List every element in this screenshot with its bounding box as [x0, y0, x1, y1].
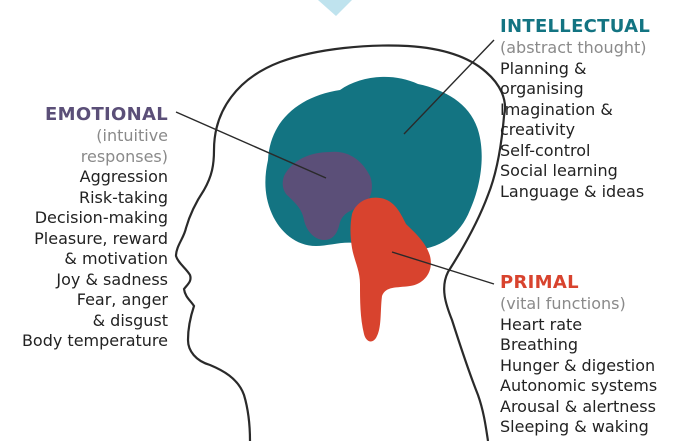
- emotional-region: [282, 151, 372, 240]
- primal-item: Sleeping & waking: [500, 417, 649, 436]
- emotional-item: & disgust: [92, 310, 168, 330]
- primal-subtitle: (vital functions): [500, 294, 626, 313]
- head-outline: [174, 44, 507, 441]
- intellectual-item: Planning &: [500, 58, 587, 78]
- emotional-item: Risk-taking: [78, 187, 168, 207]
- primal-title: PRIMAL: [500, 272, 579, 293]
- emotional-subtitle-line1: (intuitive: [96, 126, 168, 145]
- intellectual-item: Social learning: [500, 161, 618, 180]
- primal-region: [350, 197, 431, 342]
- primal-item: Arousal & alertness: [500, 396, 656, 416]
- primal-label-block: PRIMAL (vital functions) Heart rate Brea…: [500, 272, 657, 438]
- intellectual-item: Imagination &: [500, 99, 613, 119]
- intellectual-item: Language & ideas: [500, 181, 645, 201]
- intellectual-item: organising: [500, 79, 584, 98]
- intellectual-item: Self-control: [500, 140, 591, 160]
- intellectual-label-block: INTELLECTUAL (abstract thought) Planning…: [500, 16, 650, 202]
- emotional-leader-line: [175, 111, 327, 179]
- intellectual-title: INTELLECTUAL: [500, 16, 651, 37]
- emotional-item: Body temperature: [21, 331, 168, 350]
- primal-item: Autonomic systems: [500, 376, 658, 395]
- emotional-item: Joy & sadness: [56, 269, 168, 289]
- intellectual-subtitle: (abstract thought): [500, 38, 647, 57]
- emotional-item: Aggression: [79, 167, 168, 186]
- emotional-item: Fear, anger: [76, 290, 168, 309]
- primal-item: Breathing: [500, 335, 579, 354]
- emotional-title: EMOTIONAL: [45, 104, 168, 125]
- emotional-item: & motivation: [64, 249, 168, 268]
- emotional-item: Pleasure, reward: [34, 228, 168, 248]
- intellectual-item: creativity: [500, 120, 576, 139]
- primal-item: Hunger & digestion: [500, 355, 656, 375]
- top-accent-shape: [318, 0, 352, 16]
- emotional-subtitle-line2: responses): [80, 146, 168, 166]
- emotional-item: Decision-making: [34, 208, 168, 227]
- intellectual-leader-line: [403, 39, 495, 135]
- primal-item: Heart rate: [500, 314, 583, 334]
- emotional-label-block: EMOTIONAL (intuitive responses) Aggressi…: [22, 104, 168, 352]
- primal-leader-line: [391, 251, 495, 285]
